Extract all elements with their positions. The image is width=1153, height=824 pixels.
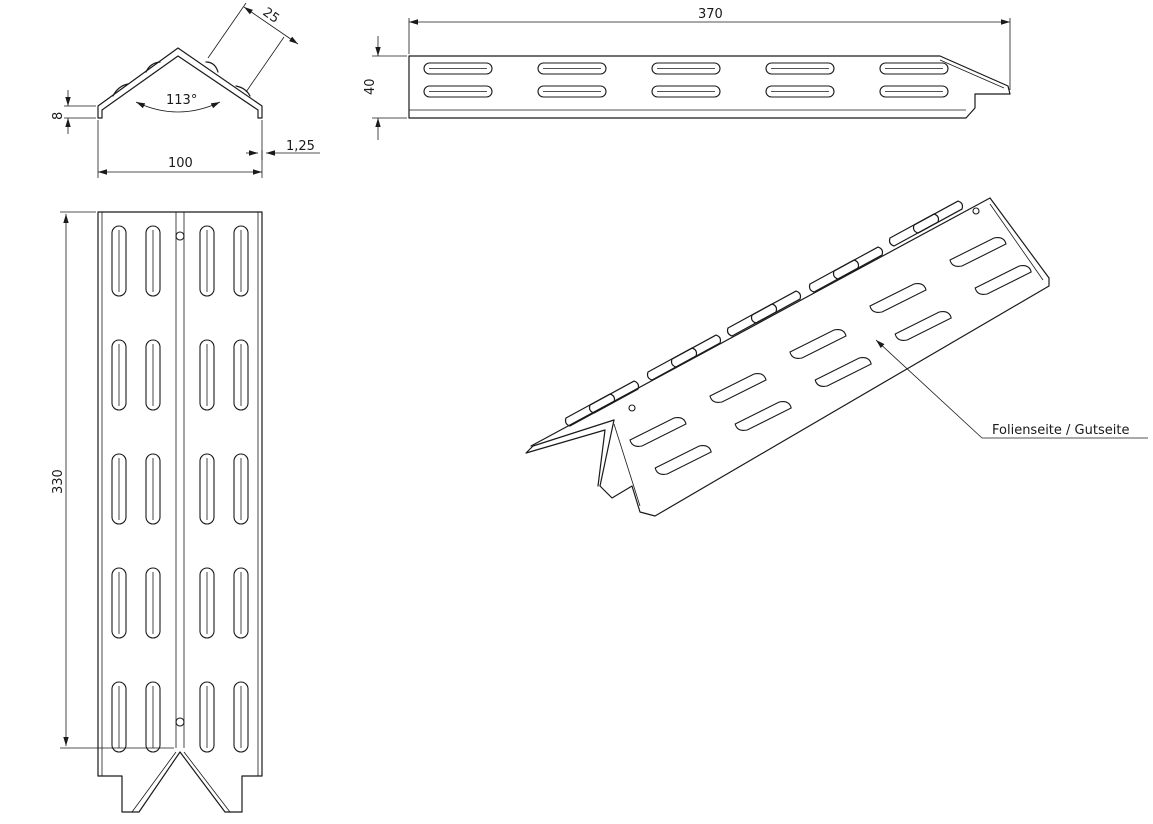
iso-bottom-edge: [599, 277, 1050, 517]
plan-slots: [111, 225, 249, 753]
iso-slots: [629, 237, 1032, 475]
iso-slot: [814, 357, 872, 387]
callout-label: Folienseite / Gutseite: [992, 423, 1129, 438]
iso-ridge-edge: [530, 197, 991, 447]
rivet-hole: [628, 404, 636, 412]
iso-front-edge: [989, 197, 1050, 279]
iso-left-edge: [525, 419, 615, 487]
dim-plan-length: 330: [51, 469, 66, 494]
side-slots: [423, 62, 949, 98]
dim-thickness: 1,25: [286, 139, 315, 154]
dim-side-length: 370: [698, 7, 723, 22]
iso-slot: [894, 311, 952, 341]
iso-slot: [949, 237, 1007, 267]
side-view: 370 40: [363, 7, 1011, 140]
iso-louver: [588, 380, 640, 414]
iso-louver: [670, 334, 722, 368]
rivet-hole: [175, 717, 185, 727]
plan-view: 330: [51, 211, 263, 813]
iso-slot: [709, 373, 767, 403]
front-profile-outer: [97, 47, 263, 119]
iso-louver: [912, 200, 964, 234]
iso-slot: [734, 401, 792, 431]
front-louver: [205, 61, 219, 73]
iso-slot: [789, 329, 847, 359]
rivet-hole: [972, 207, 980, 215]
iso-louver: [750, 290, 802, 324]
dim-louver-width: 25: [260, 5, 282, 27]
dim-bend-angle: 113°: [166, 93, 197, 108]
front-louver: [235, 85, 251, 97]
front-louver: [112, 83, 129, 97]
iso-louver: [832, 246, 884, 280]
front-view: 25 113° 8 100 1,25: [51, 2, 320, 178]
iso-slot: [974, 265, 1032, 295]
iso-slot: [869, 283, 927, 313]
isometric-view: Folienseite / Gutseite: [525, 197, 1148, 517]
iso-slot: [654, 445, 712, 475]
side-outline: [408, 55, 1011, 119]
plan-outline: [97, 211, 263, 813]
front-louver: [145, 61, 161, 73]
iso-slot: [629, 417, 687, 447]
dim-front-width: 100: [168, 156, 193, 171]
iso-louvers-top: [564, 200, 964, 427]
rivet-hole: [175, 231, 185, 241]
dim-side-height: 40: [363, 78, 378, 95]
dim-flange-height: 8: [51, 112, 66, 120]
